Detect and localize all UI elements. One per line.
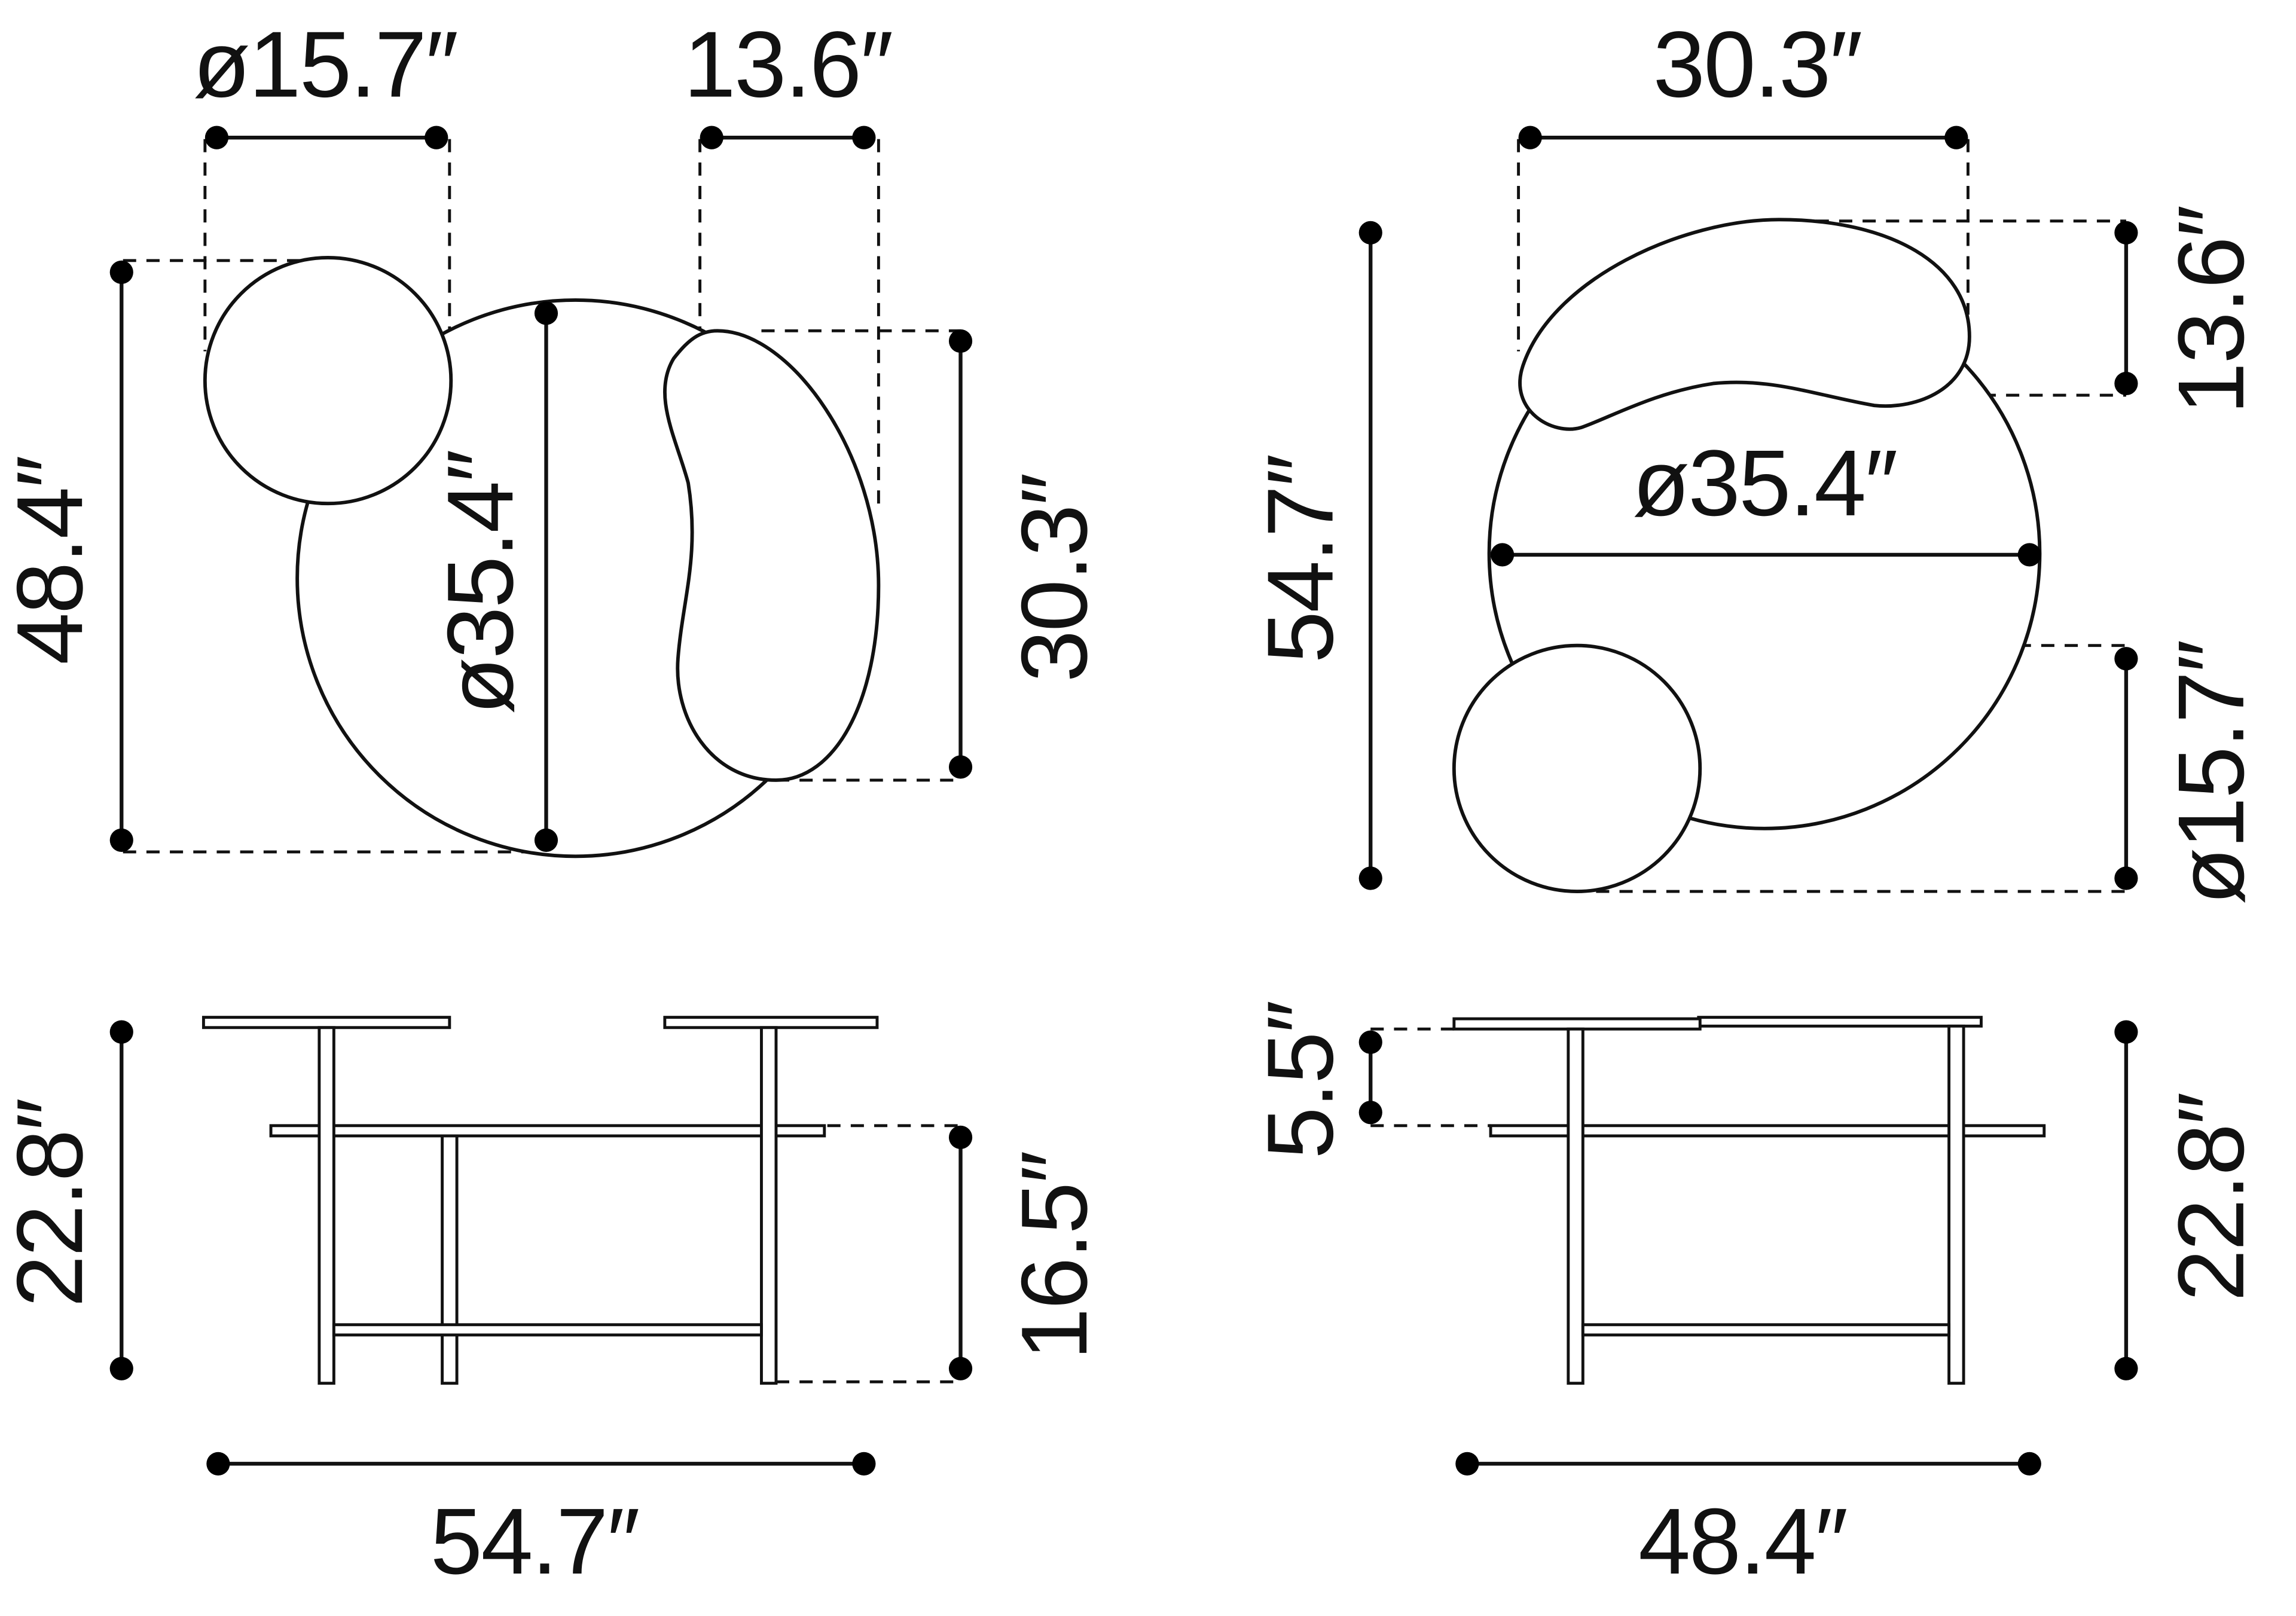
label-main-diameter: ø35.4″ xyxy=(1632,431,1897,536)
top-view-1: ø15.7″ 13.6″ 48.4″ ø35.4″ 30.3″ xyxy=(0,13,1107,859)
label-overall-height: 22.8″ xyxy=(0,1099,102,1307)
label-lower-height: 16.5″ xyxy=(1002,1152,1107,1360)
lower-top xyxy=(269,1124,826,1138)
kidney-table-top xyxy=(663,329,881,782)
upper-left-top xyxy=(201,1016,451,1030)
lower-top xyxy=(1489,1124,2046,1138)
kidney-table-top xyxy=(1518,218,1971,431)
front-elevation: 22.8″ 16.5″ 54.7″ xyxy=(0,1016,1107,1594)
label-kidney-width: 13.6″ xyxy=(2159,206,2264,414)
label-overall-height: 22.8″ xyxy=(2159,1093,2264,1302)
upper-back-top xyxy=(1697,1016,1983,1028)
side-table-top xyxy=(1452,643,1702,893)
side-table-top xyxy=(203,255,453,506)
top-view-2: 30.3″ 54.7″ ø35.4″ 13.6″ ø15.7″ xyxy=(1248,13,2264,905)
label-overall-width: 54.7″ xyxy=(430,1489,639,1594)
label-overall-depth: 48.4″ xyxy=(1638,1489,1846,1594)
label-height-difference: 5.5″ xyxy=(1248,1001,1353,1159)
label-side-diameter: ø15.7″ xyxy=(2159,641,2264,905)
upper-front-top xyxy=(1452,1017,1702,1031)
upper-right-top xyxy=(663,1016,879,1030)
label-overall-depth: 48.4″ xyxy=(0,457,102,665)
label-kidney-width: 13.6″ xyxy=(683,13,891,117)
label-main-diameter: ø35.4″ xyxy=(428,451,533,714)
label-kidney-length: 30.3″ xyxy=(1653,13,1861,117)
label-kidney-length: 30.3″ xyxy=(1002,474,1107,682)
label-overall-width: 54.7″ xyxy=(1248,455,1353,663)
side-elevation: 5.5″ 22.8″ 48.4″ xyxy=(1248,1001,2264,1594)
label-side-diameter: ø15.7″ xyxy=(193,13,457,117)
